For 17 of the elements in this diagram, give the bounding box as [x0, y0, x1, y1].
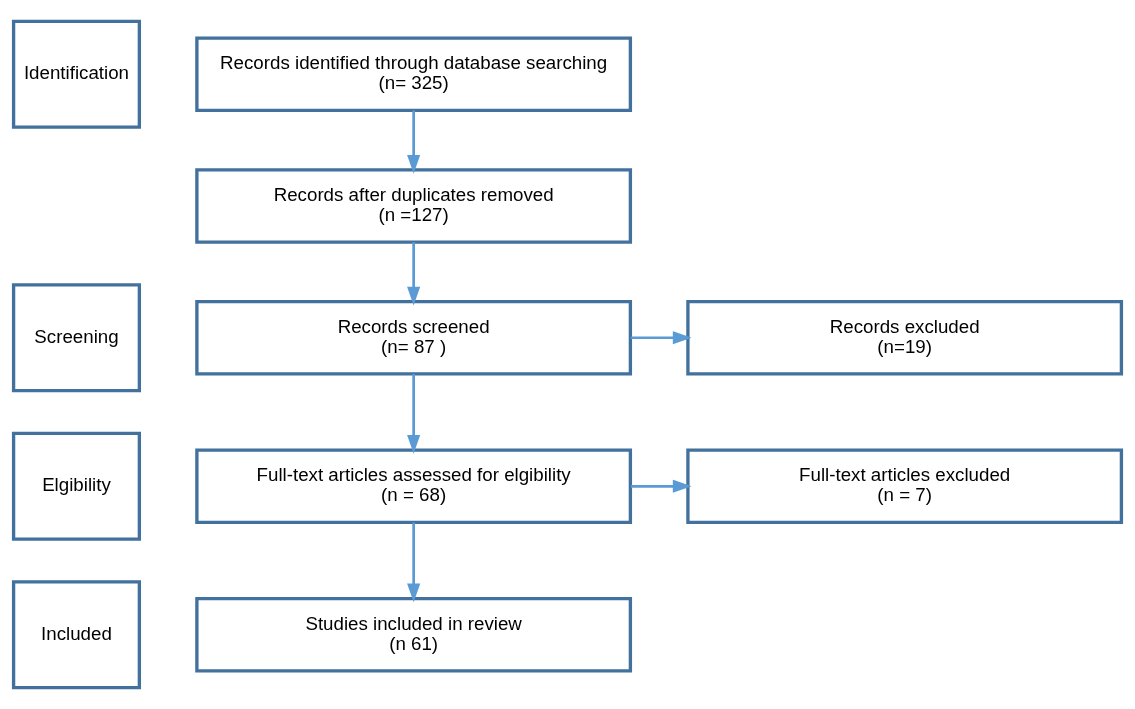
node-box: Records identified through database searching (n= 325): [195, 36, 633, 112]
arrow: [407, 242, 421, 306]
node-box: Screening: [11, 283, 142, 393]
arrow: [630, 331, 692, 345]
node-box: Full-text articles assessed for elgibility (n = 68): [195, 448, 633, 525]
node-box: Included: [11, 580, 142, 690]
node-box: Elgibility: [11, 431, 142, 541]
node-box: Studies included in review (n 61): [195, 597, 633, 673]
node-box: Identification: [11, 19, 142, 129]
node-box: Records after duplicates removed (n =127): [195, 168, 633, 244]
arrow: [407, 522, 421, 603]
arrow: [630, 479, 692, 493]
node-box: Records excluded (n=19): [686, 299, 1124, 376]
arrow: [407, 374, 421, 454]
node-box: Records screened (n= 87 ): [195, 299, 633, 376]
node-box: Full-text articles excluded (n = 7): [686, 448, 1124, 525]
arrow: [407, 110, 421, 174]
